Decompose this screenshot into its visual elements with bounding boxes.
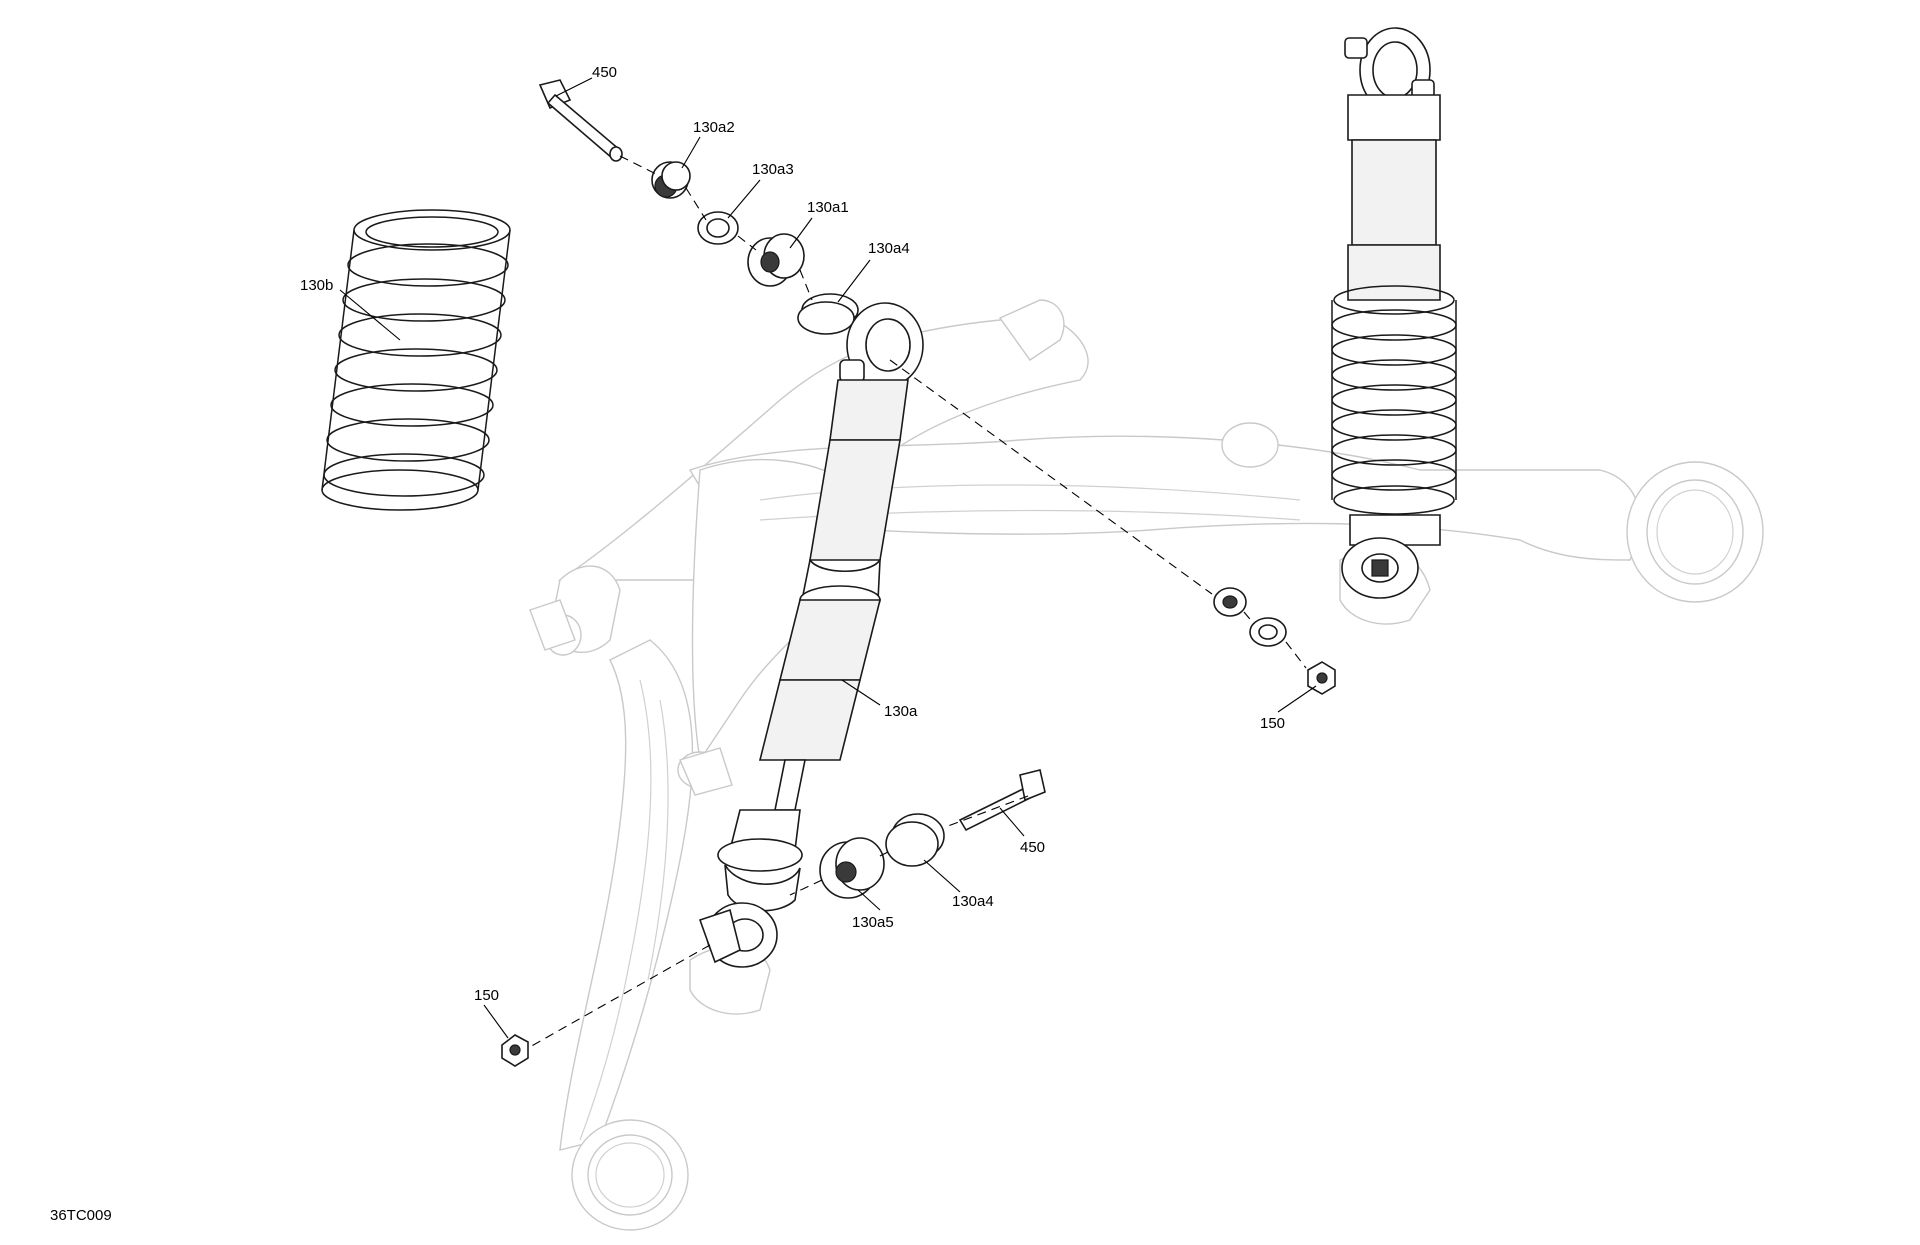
washer-130a3 xyxy=(697,211,739,245)
callout-150-right: 150 xyxy=(1260,715,1285,732)
callout-150-left: 150 xyxy=(474,987,499,1004)
assembled-shock-right xyxy=(1331,27,1457,599)
coil-spring-130b xyxy=(321,209,511,511)
nut-150-right xyxy=(1307,661,1336,695)
right-hardware-stack xyxy=(1213,587,1287,647)
bearing-130a1 xyxy=(747,233,805,287)
callout-130a4-lower: 130a4 xyxy=(952,893,994,910)
callout-leaders xyxy=(339,77,1317,1039)
ghost-a-arm xyxy=(529,299,1764,1231)
callout-130a3: 130a3 xyxy=(752,161,794,178)
callout-130a2: 130a2 xyxy=(693,119,735,136)
callout-130a: 130a xyxy=(884,703,918,720)
assembly-axes xyxy=(527,155,1307,1049)
bushing-130a2 xyxy=(651,161,691,199)
callout-130a1: 130a1 xyxy=(807,199,849,216)
bushing-130a5 xyxy=(819,837,885,899)
callout-450-lower: 450 xyxy=(1020,839,1045,856)
bolt-450-lower xyxy=(958,769,1046,832)
callout-130a4-top: 130a4 xyxy=(868,240,910,257)
figure-code: 36TC009 xyxy=(50,1207,112,1224)
callout-130b: 130b xyxy=(300,277,333,294)
nut-150-left xyxy=(501,1034,529,1067)
bolt-450-top xyxy=(538,79,623,162)
ring-130a4-top xyxy=(797,293,859,335)
shock-absorber-130a xyxy=(698,302,924,968)
ring-130a4-lower xyxy=(885,813,945,867)
callout-450-top: 450 xyxy=(592,64,617,81)
right-shock-coil-spring xyxy=(1331,285,1457,515)
callout-130a5: 130a5 xyxy=(852,914,894,931)
